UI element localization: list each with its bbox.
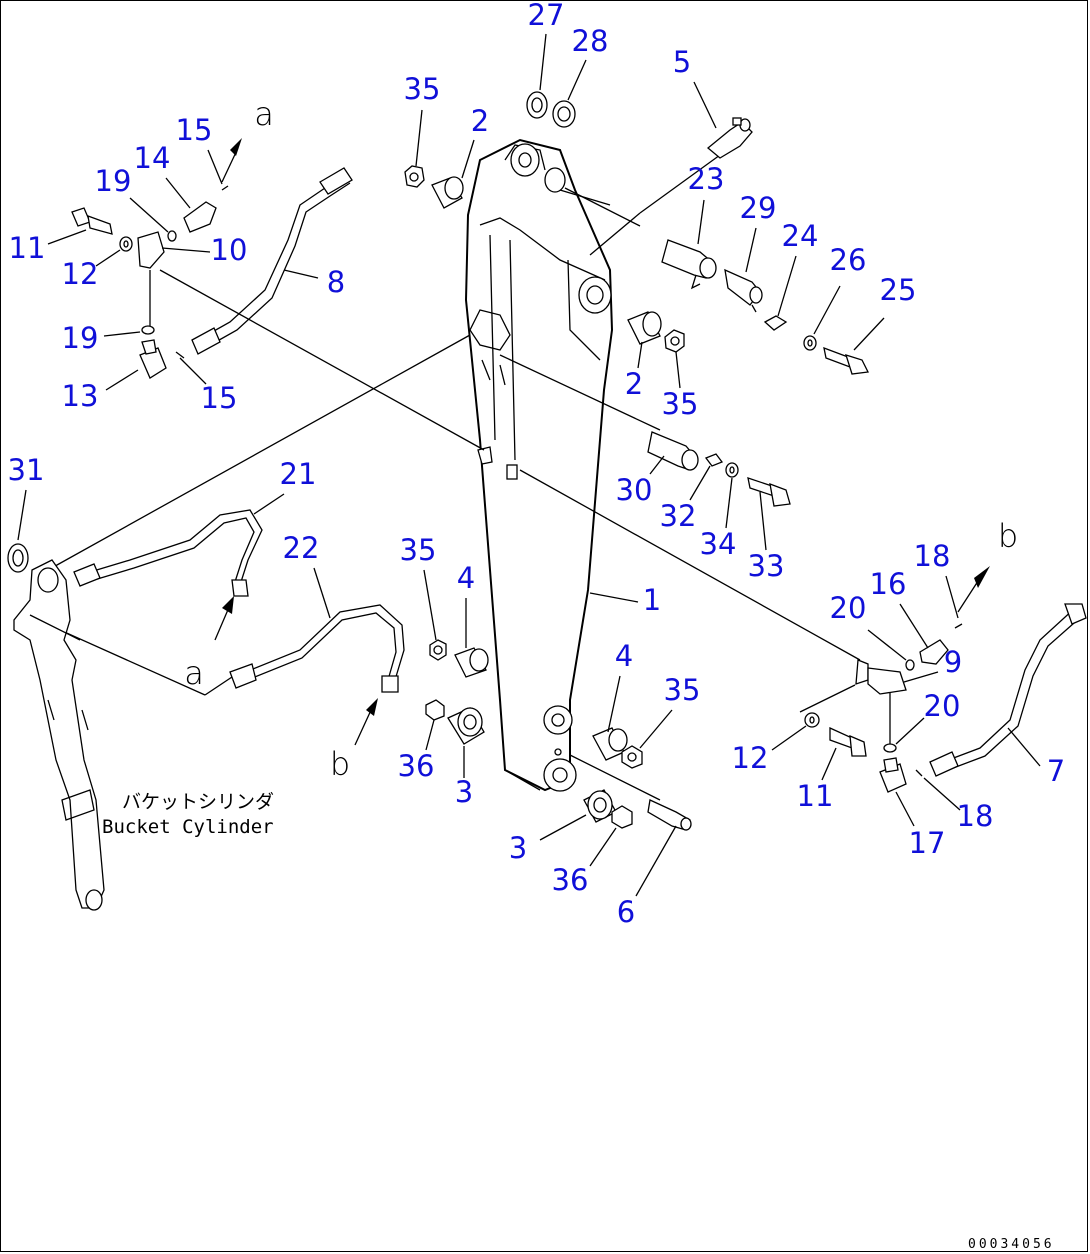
- part-label: 14: [134, 141, 171, 175]
- part-label: 25: [880, 273, 917, 307]
- part-label: 12: [62, 257, 99, 291]
- part-label: 26: [830, 243, 867, 277]
- part-label: 20: [924, 689, 961, 723]
- bottom-parts: [425, 639, 692, 831]
- part-label: 11: [9, 231, 46, 265]
- right-hose-group: [804, 566, 1087, 793]
- part-label: 7: [1047, 754, 1065, 788]
- reference-lines: [47, 154, 891, 801]
- part-label: 8: [327, 265, 345, 299]
- part-label: 35: [400, 533, 437, 567]
- part-label: 35: [664, 673, 701, 707]
- bucket-cylinder: [7, 509, 405, 911]
- drawing-number: 00034056: [968, 1237, 1055, 1252]
- part-label: 3: [455, 775, 473, 809]
- ref-letter-b: b: [330, 745, 350, 783]
- part-labels: 1 2 2 3 3 4 4 5 6 7 8 9 10 11 11 12 12 1…: [8, 0, 1066, 929]
- part-label: 35: [662, 387, 699, 421]
- part-label: 36: [552, 863, 589, 897]
- part-label: 4: [457, 561, 475, 595]
- part-label: 15: [176, 113, 213, 147]
- top-parts: [404, 91, 869, 507]
- ref-letter-b: b: [998, 517, 1018, 555]
- reference-letters: a a b b: [184, 95, 1018, 783]
- arm-body: [464, 138, 614, 792]
- part-label: 2: [625, 367, 643, 401]
- part-label: 33: [748, 549, 785, 583]
- part-label: 34: [700, 527, 737, 561]
- part-label: 10: [211, 233, 248, 267]
- part-label: 3: [509, 831, 527, 865]
- part-label: 5: [673, 45, 691, 79]
- part-label: 2: [471, 104, 489, 138]
- part-label: 19: [95, 164, 132, 198]
- part-label: 28: [572, 24, 609, 58]
- part-label: 4: [615, 639, 633, 673]
- part-label: 27: [528, 0, 565, 32]
- part-label: 6: [617, 895, 635, 929]
- part-label: 19: [62, 321, 99, 355]
- part-label: 22: [283, 531, 320, 565]
- part-label: 24: [782, 219, 819, 253]
- part-label: 20: [830, 591, 867, 625]
- part-label: 23: [688, 162, 725, 196]
- cylinder-label-en: Bucket Cylinder: [102, 816, 274, 838]
- part-label: 9: [944, 645, 962, 679]
- ref-letter-a: a: [254, 95, 274, 133]
- part-label: 12: [732, 741, 769, 775]
- part-label: 13: [62, 379, 99, 413]
- part-label: 35: [404, 72, 441, 106]
- part-label: 32: [660, 499, 697, 533]
- part-label: 21: [280, 457, 317, 491]
- part-label: 36: [398, 749, 435, 783]
- part-label: 1: [643, 583, 661, 617]
- part-label: 18: [914, 539, 951, 573]
- part-label: 18: [957, 799, 994, 833]
- part-label: 15: [201, 381, 238, 415]
- part-label: 31: [8, 453, 45, 487]
- left-hose-group: [71, 138, 353, 379]
- part-label: 11: [797, 779, 834, 813]
- ref-letter-a: a: [184, 654, 204, 692]
- cylinder-label-jp: バケットシリンダ: [122, 791, 274, 813]
- part-label: 17: [909, 826, 946, 860]
- part-label: 30: [616, 473, 653, 507]
- part-label: 16: [870, 567, 907, 601]
- part-label: 29: [740, 191, 777, 225]
